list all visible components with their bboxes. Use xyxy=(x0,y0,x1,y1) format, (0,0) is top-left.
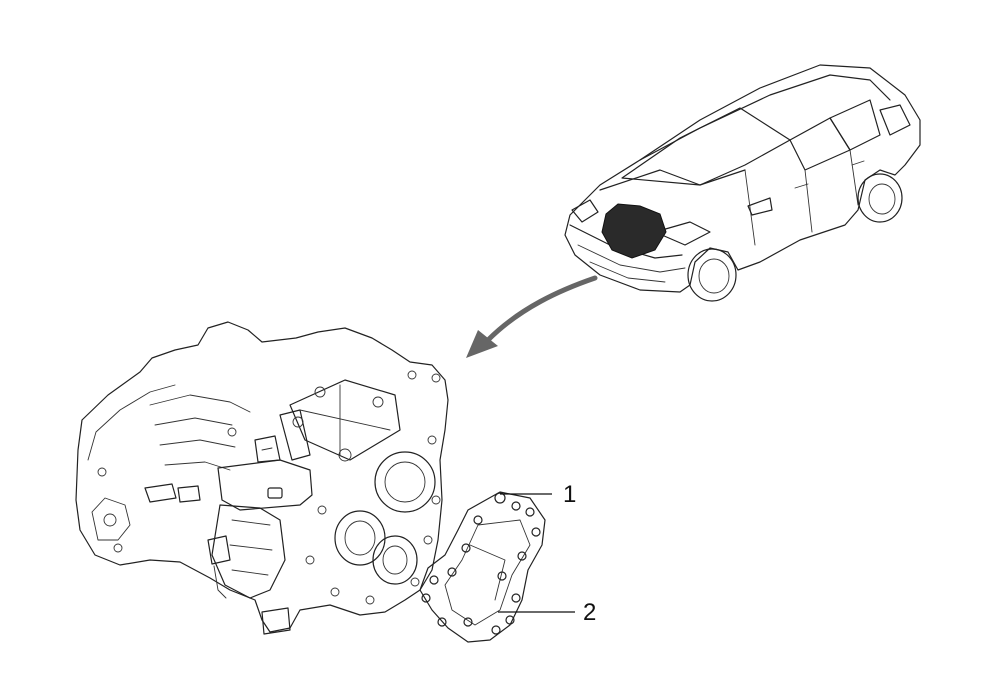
vehicle-illustration xyxy=(564,64,921,302)
callout-1: 1 xyxy=(500,481,576,508)
rear-cover-part xyxy=(419,491,546,643)
callout-2: 2 xyxy=(498,599,596,626)
transaxle-assembly xyxy=(75,321,449,635)
location-arrow xyxy=(466,275,598,358)
callout-label-2: 2 xyxy=(583,599,596,626)
callout-label-1: 1 xyxy=(563,481,576,508)
transaxle-location-highlight xyxy=(601,203,667,259)
